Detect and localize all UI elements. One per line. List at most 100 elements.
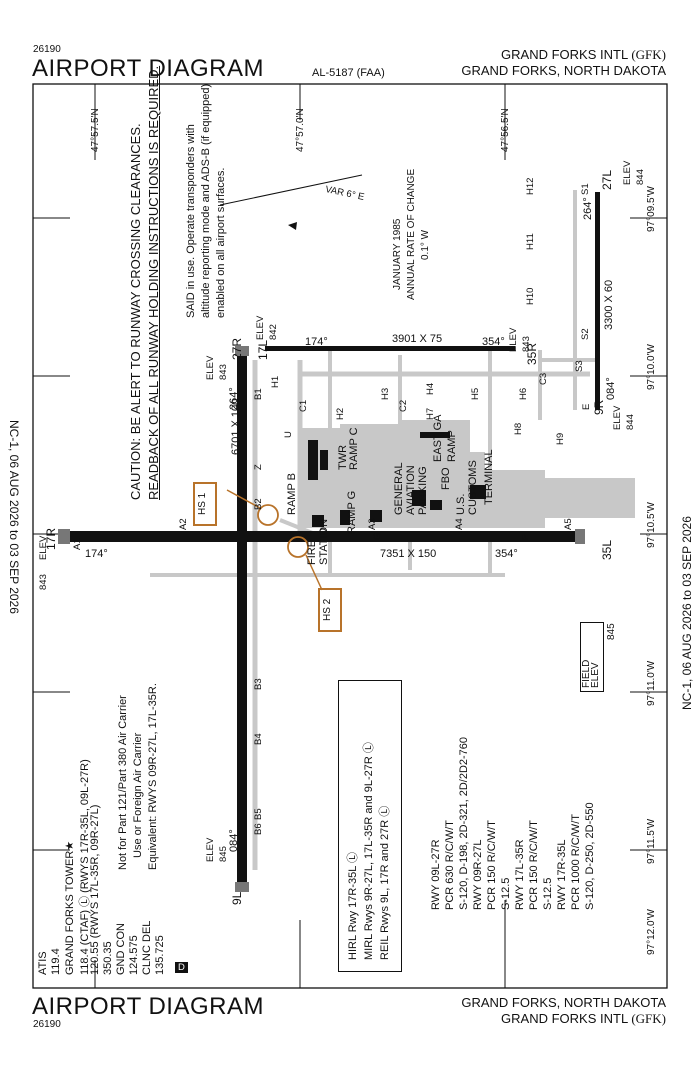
d-badge: D xyxy=(175,962,188,973)
elev-label-9R: ELEV xyxy=(612,405,623,430)
apron-areas xyxy=(300,420,635,528)
heading-354-small: 354° xyxy=(482,336,505,348)
chart-number-top: 26190 xyxy=(33,44,61,55)
taxiway-C2: C2 xyxy=(398,399,409,412)
footer-title: AIRPORT DIAGRAM xyxy=(32,993,264,1020)
east-apron-area xyxy=(545,478,635,518)
threshold-17R xyxy=(58,529,70,544)
threshold-9L xyxy=(235,882,249,892)
terminal-area xyxy=(485,470,545,528)
lon-label-5: 97°11.5'W xyxy=(646,818,657,864)
airport-name-text: GRAND FORKS INTL xyxy=(501,1011,628,1026)
location-bottom: GRAND FORKS, NORTH DAKOTA xyxy=(461,995,666,1010)
strength-rwy3: RWY 17L-35R xyxy=(514,839,526,910)
taxiway-B4: B4 xyxy=(253,733,264,745)
grid-ticks xyxy=(33,84,667,988)
said-note-3: enabled on all airport surfaces. xyxy=(215,167,227,318)
taxiway-H8: H8 xyxy=(513,422,524,435)
taxiway-C3: C3 xyxy=(538,372,549,385)
strength-rwy2: RWY 09R-27L xyxy=(472,839,484,910)
lon-label-2: 97°10.0'W xyxy=(646,344,657,390)
part121-note-3: Equivalent: RWYS 09R-27L, 17L-35R. xyxy=(147,683,159,870)
lighting-3: REIL Rwys 9L, 17R and 27R Ⓛ xyxy=(379,805,391,960)
taxiway-H4: H4 xyxy=(425,382,436,395)
ga-parking-1: GENERAL xyxy=(393,462,405,515)
runway-17R-35L xyxy=(70,531,575,542)
ramp-g-label: RAMP G xyxy=(346,490,358,534)
runway-main-dims: 7351 X 150 xyxy=(380,548,437,560)
strength-rwy4-pcr: PCR 1000 R/C/W/T xyxy=(570,814,582,910)
airport-name-top: GRAND FORKS INTL (GFK) xyxy=(501,47,666,63)
taxiway-A1: A1 xyxy=(72,538,83,550)
customs-1: U.S. xyxy=(455,493,467,515)
map-frame xyxy=(32,83,668,989)
heading-354-main: 354° xyxy=(495,548,518,560)
taxiway-H3: H3 xyxy=(380,387,391,400)
strength-rwy4-wt: S-120, D-250, 2D-550 xyxy=(584,802,596,910)
runway-label-35L: 35L xyxy=(600,539,614,560)
fbo-label: FBO xyxy=(440,467,452,490)
field-elev-box xyxy=(580,622,604,692)
lat-label-1: 47°57.5'N xyxy=(90,108,101,152)
heading-264-cross: 264° xyxy=(228,387,240,410)
taxiway-F: F xyxy=(520,534,531,540)
ramp-b-label: RAMP B xyxy=(286,473,298,515)
elev-value-35R: 843 xyxy=(521,336,532,352)
lon-label-1: 97°09.5'W xyxy=(646,186,657,232)
taxiway-Z: Z xyxy=(253,464,264,470)
fire-station-2: STATION xyxy=(318,518,330,565)
strength-rwy4: RWY 17R-35L xyxy=(556,839,568,910)
heading-264-small: 264° xyxy=(582,197,594,220)
taxiway-H1: H1 xyxy=(270,375,281,388)
east-ga-2: RAMP xyxy=(446,430,458,462)
runway-label-17L: 17L xyxy=(256,339,270,360)
hot-spot-2-box xyxy=(318,588,342,632)
field-elev-2: ELEV xyxy=(590,662,601,688)
taxiway-H2: H2 xyxy=(335,407,346,420)
field-elev-3: 845 xyxy=(606,623,617,640)
tower-freq-2: 120.55 (RWYS 17L-35R, 09R-27L) xyxy=(89,804,101,975)
taxiway-H7: H7 xyxy=(425,407,436,420)
lon-label-6: 97°12.0'W xyxy=(646,909,657,955)
chart-id: AL-5187 (FAA) xyxy=(312,67,385,79)
runway-9L-27R xyxy=(237,356,247,882)
buildings xyxy=(308,432,486,527)
said-note-2: altitude reporting mode and ADS-B (if eq… xyxy=(200,83,212,318)
tower-freq-3: 350.35 xyxy=(102,941,114,975)
taxiway-S2: S2 xyxy=(580,328,591,340)
hot-spot-1-circle xyxy=(257,504,279,526)
strength-rwy1-wt: S-120, D-198, 2D-321, 2D/2D2-760 xyxy=(458,736,470,910)
clnc-label: CLNC DEL xyxy=(141,920,153,975)
elev-value-9R: 844 xyxy=(625,414,636,430)
heading-084-small: 084° xyxy=(605,377,617,400)
elev-value-27R: 843 xyxy=(218,364,229,380)
chart-number-bottom: 26190 xyxy=(33,1019,61,1030)
tower-label-map: TWR xyxy=(337,444,349,470)
lat-label-2: 47°57.0'N xyxy=(295,108,306,152)
runway-17L-35R xyxy=(265,346,515,351)
strength-rwy2-pcr: PCR 150 R/C/W/T xyxy=(486,820,498,910)
lighting-box xyxy=(338,680,402,972)
lighting-2: MIRL Rwys 9R-27L, 17L-35R and 9L-27R Ⓛ xyxy=(363,742,375,960)
elev-label-27R: ELEV xyxy=(205,355,216,380)
heading-174-main: 174° xyxy=(85,548,108,560)
taxiway-G: G xyxy=(372,532,383,540)
taxiway-A4: A4 xyxy=(454,518,465,530)
runway-thresholds xyxy=(58,346,585,892)
clnc-freq: 135.725 xyxy=(154,935,166,975)
atis-label: ATIS xyxy=(37,951,49,975)
runway-label-27R: 27R xyxy=(230,337,244,360)
runway-9R-27L xyxy=(595,192,600,410)
gnd-freq: 124.575 xyxy=(128,935,140,975)
elev-label-27L: ELEV xyxy=(622,160,633,185)
heading-084-cross: 084° xyxy=(228,829,240,852)
ga-parking-2: AVIATION xyxy=(405,465,417,515)
threshold-27R xyxy=(235,346,249,356)
lighting-1: HIRL Rwy 17R-35L Ⓛ xyxy=(347,852,359,960)
lon-label-4: 97°11.0'W xyxy=(646,660,657,706)
taxiway-H6: H6 xyxy=(518,387,529,400)
terminal-label: TERMINAL xyxy=(483,449,495,505)
taxiway-H9: H9 xyxy=(555,432,566,445)
elev-label-35R: ELEV xyxy=(508,327,519,352)
